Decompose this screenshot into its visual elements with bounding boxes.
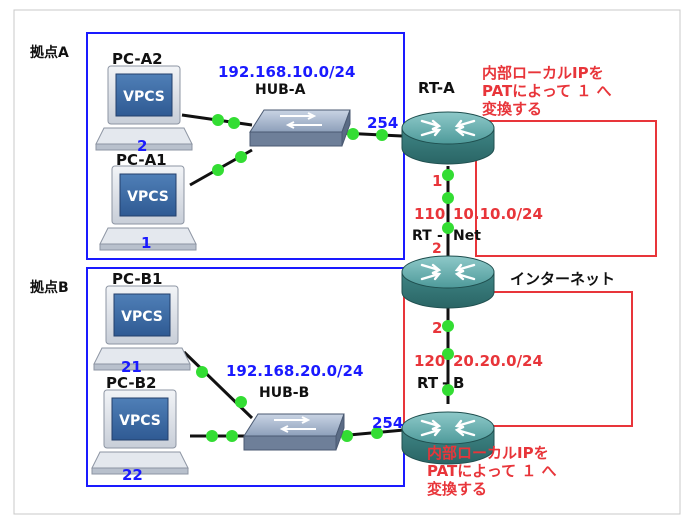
link-dot — [376, 129, 388, 141]
internet-label: インターネット — [510, 270, 615, 288]
rt-net-if-a: 2 — [432, 241, 442, 257]
rt-b-name-suffix: B — [453, 374, 464, 392]
pc-b1-name: PC-B1 — [112, 270, 162, 288]
nat-box-a — [475, 120, 657, 257]
hub-b-subnet: 192.168.20.0/24 — [226, 362, 363, 380]
hub-b-name: HUB-B — [259, 385, 309, 401]
link-dot — [212, 114, 224, 126]
wan-b-subnet-prefix: 120 — [414, 352, 445, 370]
link-dot — [206, 430, 218, 442]
pc-b1-host: 21 — [121, 358, 142, 376]
pc-screen-label: VPCS — [119, 413, 161, 429]
link-dot — [442, 384, 454, 396]
link-dot — [226, 430, 238, 442]
pc-b2-name: PC-B2 — [106, 374, 156, 392]
wan-a-subnet-suffix: 10.10.0/24 — [453, 205, 543, 223]
wan-a-subnet-prefix: 110 — [414, 205, 445, 223]
hub-a-subnet: 192.168.10.0/24 — [218, 63, 355, 81]
pc-a1-name: PC-A1 — [116, 151, 167, 169]
site-b-label: 拠点B — [30, 279, 69, 296]
nat-a-line-3: 変換する — [482, 100, 542, 118]
link-dot — [442, 348, 454, 360]
rt-a-lan-if: 254 — [367, 114, 398, 132]
link-dot — [347, 128, 359, 140]
wan-b-subnet-suffix: 20.20.0/24 — [453, 352, 543, 370]
pc-screen-label: VPCS — [121, 309, 163, 325]
link-dot — [371, 427, 383, 439]
link-dot — [442, 222, 454, 234]
link-dot — [341, 430, 353, 442]
rt-net-name-prefix: RT — [412, 228, 432, 244]
pc-screen-label: VPCS — [123, 89, 165, 105]
link-dot — [442, 192, 454, 204]
nat-a-line-2: PATによって １ へ — [482, 82, 612, 100]
link-dot — [212, 164, 224, 176]
pc-icon-b1[interactable]: VPCS — [93, 285, 191, 371]
nat-b-line-3: 変換する — [427, 480, 487, 498]
hub-icon-a[interactable] — [249, 109, 351, 147]
pc-screen-label: VPCS — [127, 189, 169, 205]
link-dot — [442, 169, 454, 181]
nat-b-line-2: PATによって １ へ — [427, 462, 557, 480]
link-dot — [442, 320, 454, 332]
link-dots — [196, 114, 454, 442]
pc-a1-host: 1 — [141, 234, 151, 252]
router-icon-rt-b[interactable] — [401, 411, 495, 465]
rt-net-if-b: 2 — [432, 319, 442, 337]
pc-icon-a1[interactable]: VPCS — [99, 165, 197, 251]
rt-b-lan-if: 254 — [372, 414, 403, 432]
pc-a2-host: 2 — [137, 137, 147, 155]
rt-b-name-prefix: RT — [417, 374, 439, 392]
rt-a-wan-if: 1 — [432, 172, 442, 190]
pc-b2-host: 22 — [122, 466, 143, 484]
pc-icon-a2[interactable]: VPCS — [95, 65, 193, 151]
link-dot — [235, 151, 247, 163]
hub-icon-b[interactable] — [243, 413, 345, 451]
nat-a-line-1: 内部ローカルIPを — [482, 64, 604, 82]
link-dot — [196, 366, 208, 378]
link-dot — [228, 117, 240, 129]
site-a-label: 拠点A — [30, 44, 69, 61]
nat-b-line-1: 内部ローカルIPを — [427, 444, 549, 462]
rt-net-name-suffix: Net — [453, 228, 481, 244]
router-icon-rt-a[interactable] — [401, 111, 495, 165]
link-dot — [235, 396, 247, 408]
hub-a-name: HUB-A — [255, 82, 306, 98]
rt-net-name-dash: - — [437, 228, 443, 244]
pc-a2-name: PC-A2 — [112, 50, 163, 68]
rt-a-name: RT-A — [418, 79, 455, 97]
pc-icon-b2[interactable]: VPCS — [91, 389, 189, 475]
nat-box-b — [403, 291, 633, 427]
router-icon-rt-net[interactable] — [401, 255, 495, 309]
rt-b-name-dash: - — [442, 374, 448, 392]
